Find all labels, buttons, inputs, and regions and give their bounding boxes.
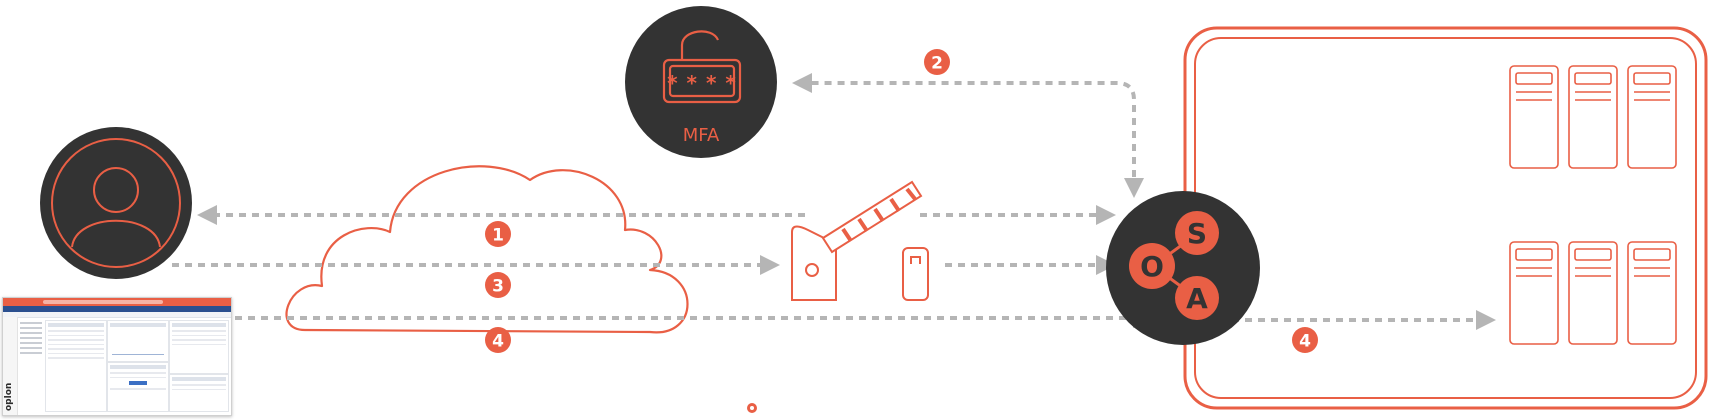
server-icon (1627, 241, 1677, 345)
flow-arrows (172, 73, 1496, 330)
browser-panel (45, 320, 107, 412)
small-dot-marker (747, 403, 757, 413)
browser-panel (169, 320, 229, 374)
user-node (40, 127, 192, 279)
cloud-icon (285, 165, 689, 334)
browser-app-header (3, 306, 231, 312)
browser-panel (107, 320, 169, 362)
step-badge-4-cloud: 4 (485, 327, 511, 353)
soa-node: S O A (1106, 191, 1260, 345)
server-rack-bottom (1509, 241, 1677, 345)
soa-letter-o: O (1140, 250, 1164, 283)
step-badge-4-datacenter: 4 (1292, 327, 1318, 353)
browser-menu (18, 319, 44, 357)
browser-app-tabs (3, 312, 231, 318)
mfa-node: * * * * MFA (625, 6, 777, 158)
browser-window-icon: oplon (2, 297, 232, 416)
client-logo: oplon (4, 382, 14, 411)
server-rack-top (1509, 65, 1677, 169)
svg-text:4: 4 (1299, 332, 1311, 352)
server-icon (1627, 65, 1677, 169)
browser-address-bar (43, 300, 163, 304)
svg-text:1: 1 (492, 226, 504, 246)
user-icon (71, 167, 161, 248)
server-icon (1568, 65, 1618, 169)
browser-titlebar (3, 298, 231, 306)
server-icon (1509, 65, 1559, 169)
svg-text:4: 4 (492, 332, 504, 352)
server-icon (1509, 241, 1559, 345)
browser-panel (107, 362, 169, 412)
barrier-gate-icon (791, 180, 929, 301)
svg-text:3: 3 (492, 277, 504, 297)
step-badge-2: 2 (924, 49, 950, 75)
svg-text:2: 2 (931, 54, 943, 74)
soa-letter-s: S (1187, 217, 1207, 250)
mfa-pin-text: * * * * (667, 71, 737, 95)
browser-sidebar: oplon (3, 317, 18, 415)
mfa-label: MFA (683, 125, 720, 146)
step-badge-1: 1 (485, 221, 511, 247)
server-icon (1568, 241, 1618, 345)
step-badge-3: 3 (485, 272, 511, 298)
arrow-step-2-mfa (792, 73, 1144, 198)
soa-letter-a: A (1186, 282, 1208, 315)
browser-panel (169, 374, 229, 412)
padlock-icon (662, 30, 742, 104)
